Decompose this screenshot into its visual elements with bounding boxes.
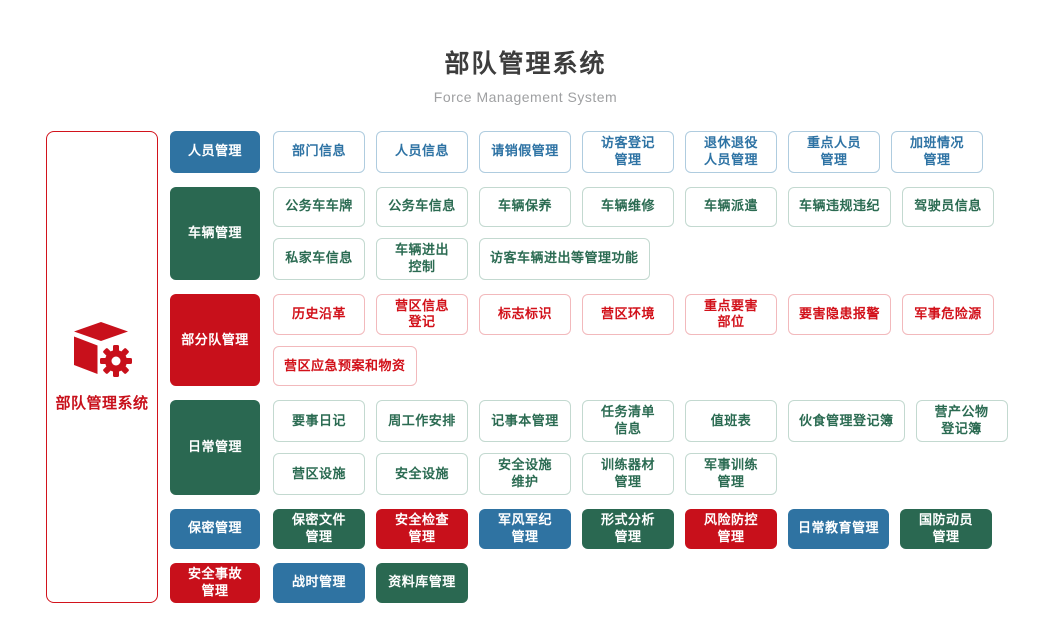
module-box: 部门信息	[273, 131, 365, 173]
module-box: 车辆派遣	[685, 186, 777, 227]
module-box: 要事日记	[273, 400, 365, 443]
module-box: 营区设施	[273, 453, 365, 495]
module-box: 访客登记 管理	[582, 131, 674, 173]
module-box: 车辆进出 控制	[376, 237, 468, 280]
module-line: 营区应急预案和物资	[273, 346, 994, 387]
category-band: 日常管理要事日记周工作安排记事本管理任务清单 信息值班表伙食管理登记簿营产公物 …	[170, 400, 1008, 495]
module-line: 保密文件 管理安全检查 管理军风军纪 管理形式分析 管理风险防控 管理日常教育管…	[273, 508, 993, 549]
module-box: 训练器材 管理	[582, 453, 674, 495]
module-lines: 公务车车牌公务车信息车辆保养车辆维修车辆派遣车辆违规违纪驾驶员信息私家车信息车辆…	[273, 186, 995, 280]
root-system-box: 部队管理系统	[46, 131, 158, 603]
module-box: 资料库管理	[376, 562, 468, 603]
module-box: 车辆维修	[582, 186, 674, 227]
category-band: 人员管理部门信息人员信息请销假管理访客登记 管理退休退役 人员管理重点人员 管理…	[170, 131, 1008, 173]
module-box: 军风军纪 管理	[479, 508, 571, 549]
module-box: 营区环境	[582, 293, 674, 336]
module-box: 风险防控 管理	[685, 508, 777, 549]
module-lines: 要事日记周工作安排记事本管理任务清单 信息值班表伙食管理登记簿营产公物 登记簿营…	[273, 400, 1008, 495]
module-line: 历史沿革营区信息 登记标志标识营区环境重点要害 部位要害隐患报警军事危险源	[273, 293, 995, 336]
module-box: 军事危险源	[902, 293, 995, 336]
module-box: 重点人员 管理	[788, 131, 880, 173]
module-box: 国防动员 管理	[900, 508, 993, 549]
category-box: 车辆管理	[170, 186, 260, 280]
cube-gear-icon	[74, 322, 132, 378]
category-box: 保密管理	[170, 508, 260, 549]
module-box: 驾驶员信息	[902, 186, 995, 227]
category-box: 部分队管理	[170, 293, 260, 387]
page-header: 部队管理系统 Force Management System	[0, 0, 1051, 105]
module-line: 公务车车牌公务车信息车辆保养车辆维修车辆派遣车辆违规违纪驾驶员信息	[273, 186, 995, 227]
category-band: 保密管理保密文件 管理安全检查 管理军风军纪 管理形式分析 管理风险防控 管理日…	[170, 508, 1008, 549]
category-band: 安全事故 管理战时管理资料库管理	[170, 562, 1008, 603]
module-box: 公务车信息	[376, 186, 468, 227]
module-box: 安全设施 维护	[479, 453, 571, 495]
module-box: 周工作安排	[376, 400, 468, 443]
module-line: 营区设施安全设施安全设施 维护训练器材 管理军事训练 管理	[273, 453, 1008, 495]
module-box: 营产公物 登记簿	[915, 400, 1008, 443]
module-lines: 部门信息人员信息请销假管理访客登记 管理退休退役 人员管理重点人员 管理加班情况…	[273, 131, 983, 173]
module-box: 形式分析 管理	[582, 508, 674, 549]
module-box: 记事本管理	[479, 400, 571, 443]
root-system-label: 部队管理系统	[55, 395, 149, 413]
module-box: 伙食管理登记簿	[788, 400, 905, 443]
module-box: 退休退役 人员管理	[685, 131, 777, 173]
module-box: 公务车车牌	[273, 186, 365, 227]
module-line: 要事日记周工作安排记事本管理任务清单 信息值班表伙食管理登记簿营产公物 登记簿	[273, 400, 1008, 443]
module-lines: 历史沿革营区信息 登记标志标识营区环境重点要害 部位要害隐患报警军事危险源营区应…	[273, 293, 995, 387]
category-box: 安全事故 管理	[170, 562, 260, 603]
module-box: 重点要害 部位	[685, 293, 777, 336]
module-line: 部门信息人员信息请销假管理访客登记 管理退休退役 人员管理重点人员 管理加班情况…	[273, 131, 983, 173]
system-diagram: 部队管理系统 人员管理部门信息人员信息请销假管理访客登记 管理退休退役 人员管理…	[46, 131, 1051, 603]
module-box: 战时管理	[273, 562, 365, 603]
module-box: 请销假管理	[479, 131, 571, 173]
module-line: 私家车信息车辆进出 控制访客车辆进出等管理功能	[273, 237, 994, 280]
module-lines: 战时管理资料库管理	[273, 562, 468, 603]
module-box: 私家车信息	[273, 237, 365, 280]
page-subtitle: Force Management System	[433, 89, 618, 105]
category-box: 日常管理	[170, 400, 260, 495]
category-band: 车辆管理公务车车牌公务车信息车辆保养车辆维修车辆派遣车辆违规违纪驾驶员信息私家车…	[170, 186, 1008, 280]
module-box: 车辆保养	[479, 186, 571, 227]
module-box: 要害隐患报警	[788, 293, 892, 336]
category-band: 部分队管理历史沿革营区信息 登记标志标识营区环境重点要害 部位要害隐患报警军事危…	[170, 293, 1008, 387]
module-box: 标志标识	[479, 293, 571, 336]
module-box: 营区信息 登记	[376, 293, 468, 336]
module-box: 营区应急预案和物资	[273, 346, 417, 387]
module-box: 访客车辆进出等管理功能	[479, 237, 650, 280]
module-box: 军事训练 管理	[685, 453, 777, 495]
module-box: 安全检查 管理	[376, 508, 468, 549]
module-box: 车辆违规违纪	[788, 186, 892, 227]
page-title: 部队管理系统	[444, 50, 607, 78]
module-box: 日常教育管理	[788, 508, 890, 549]
category-box: 人员管理	[170, 131, 260, 173]
module-box: 值班表	[685, 400, 777, 443]
module-box: 人员信息	[376, 131, 468, 173]
module-line: 战时管理资料库管理	[273, 562, 468, 603]
module-box: 加班情况 管理	[891, 131, 983, 173]
module-box: 任务清单 信息	[582, 400, 674, 443]
module-box: 安全设施	[376, 453, 468, 495]
module-box: 历史沿革	[273, 293, 365, 336]
module-lines: 保密文件 管理安全检查 管理军风军纪 管理形式分析 管理风险防控 管理日常教育管…	[273, 508, 993, 549]
module-box: 保密文件 管理	[273, 508, 365, 549]
bands: 人员管理部门信息人员信息请销假管理访客登记 管理退休退役 人员管理重点人员 管理…	[170, 131, 1008, 603]
